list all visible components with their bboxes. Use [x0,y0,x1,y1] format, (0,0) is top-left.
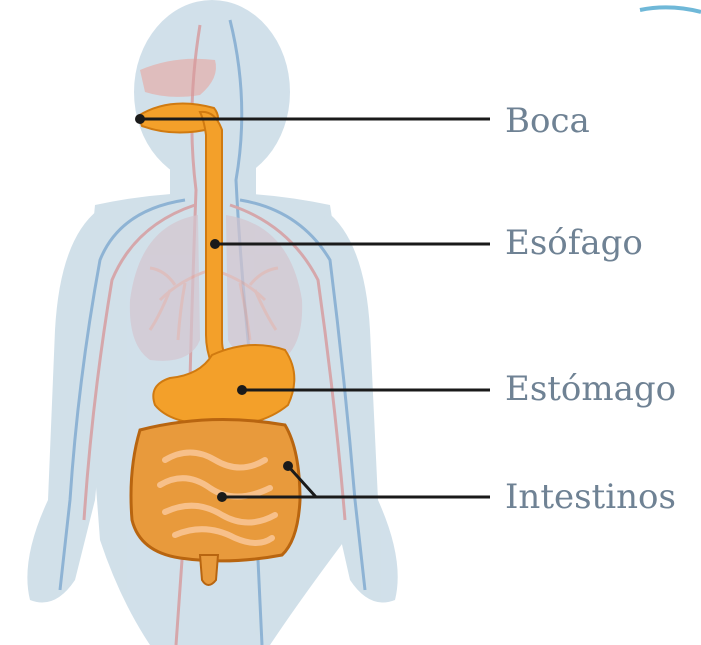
rectum [200,555,218,585]
label-estomago: Estómago [505,372,676,406]
accent-swoosh [640,7,701,12]
label-intestinos: Intestinos [505,480,676,514]
label-boca: Boca [505,104,590,138]
label-esofago: Esófago [505,226,643,260]
